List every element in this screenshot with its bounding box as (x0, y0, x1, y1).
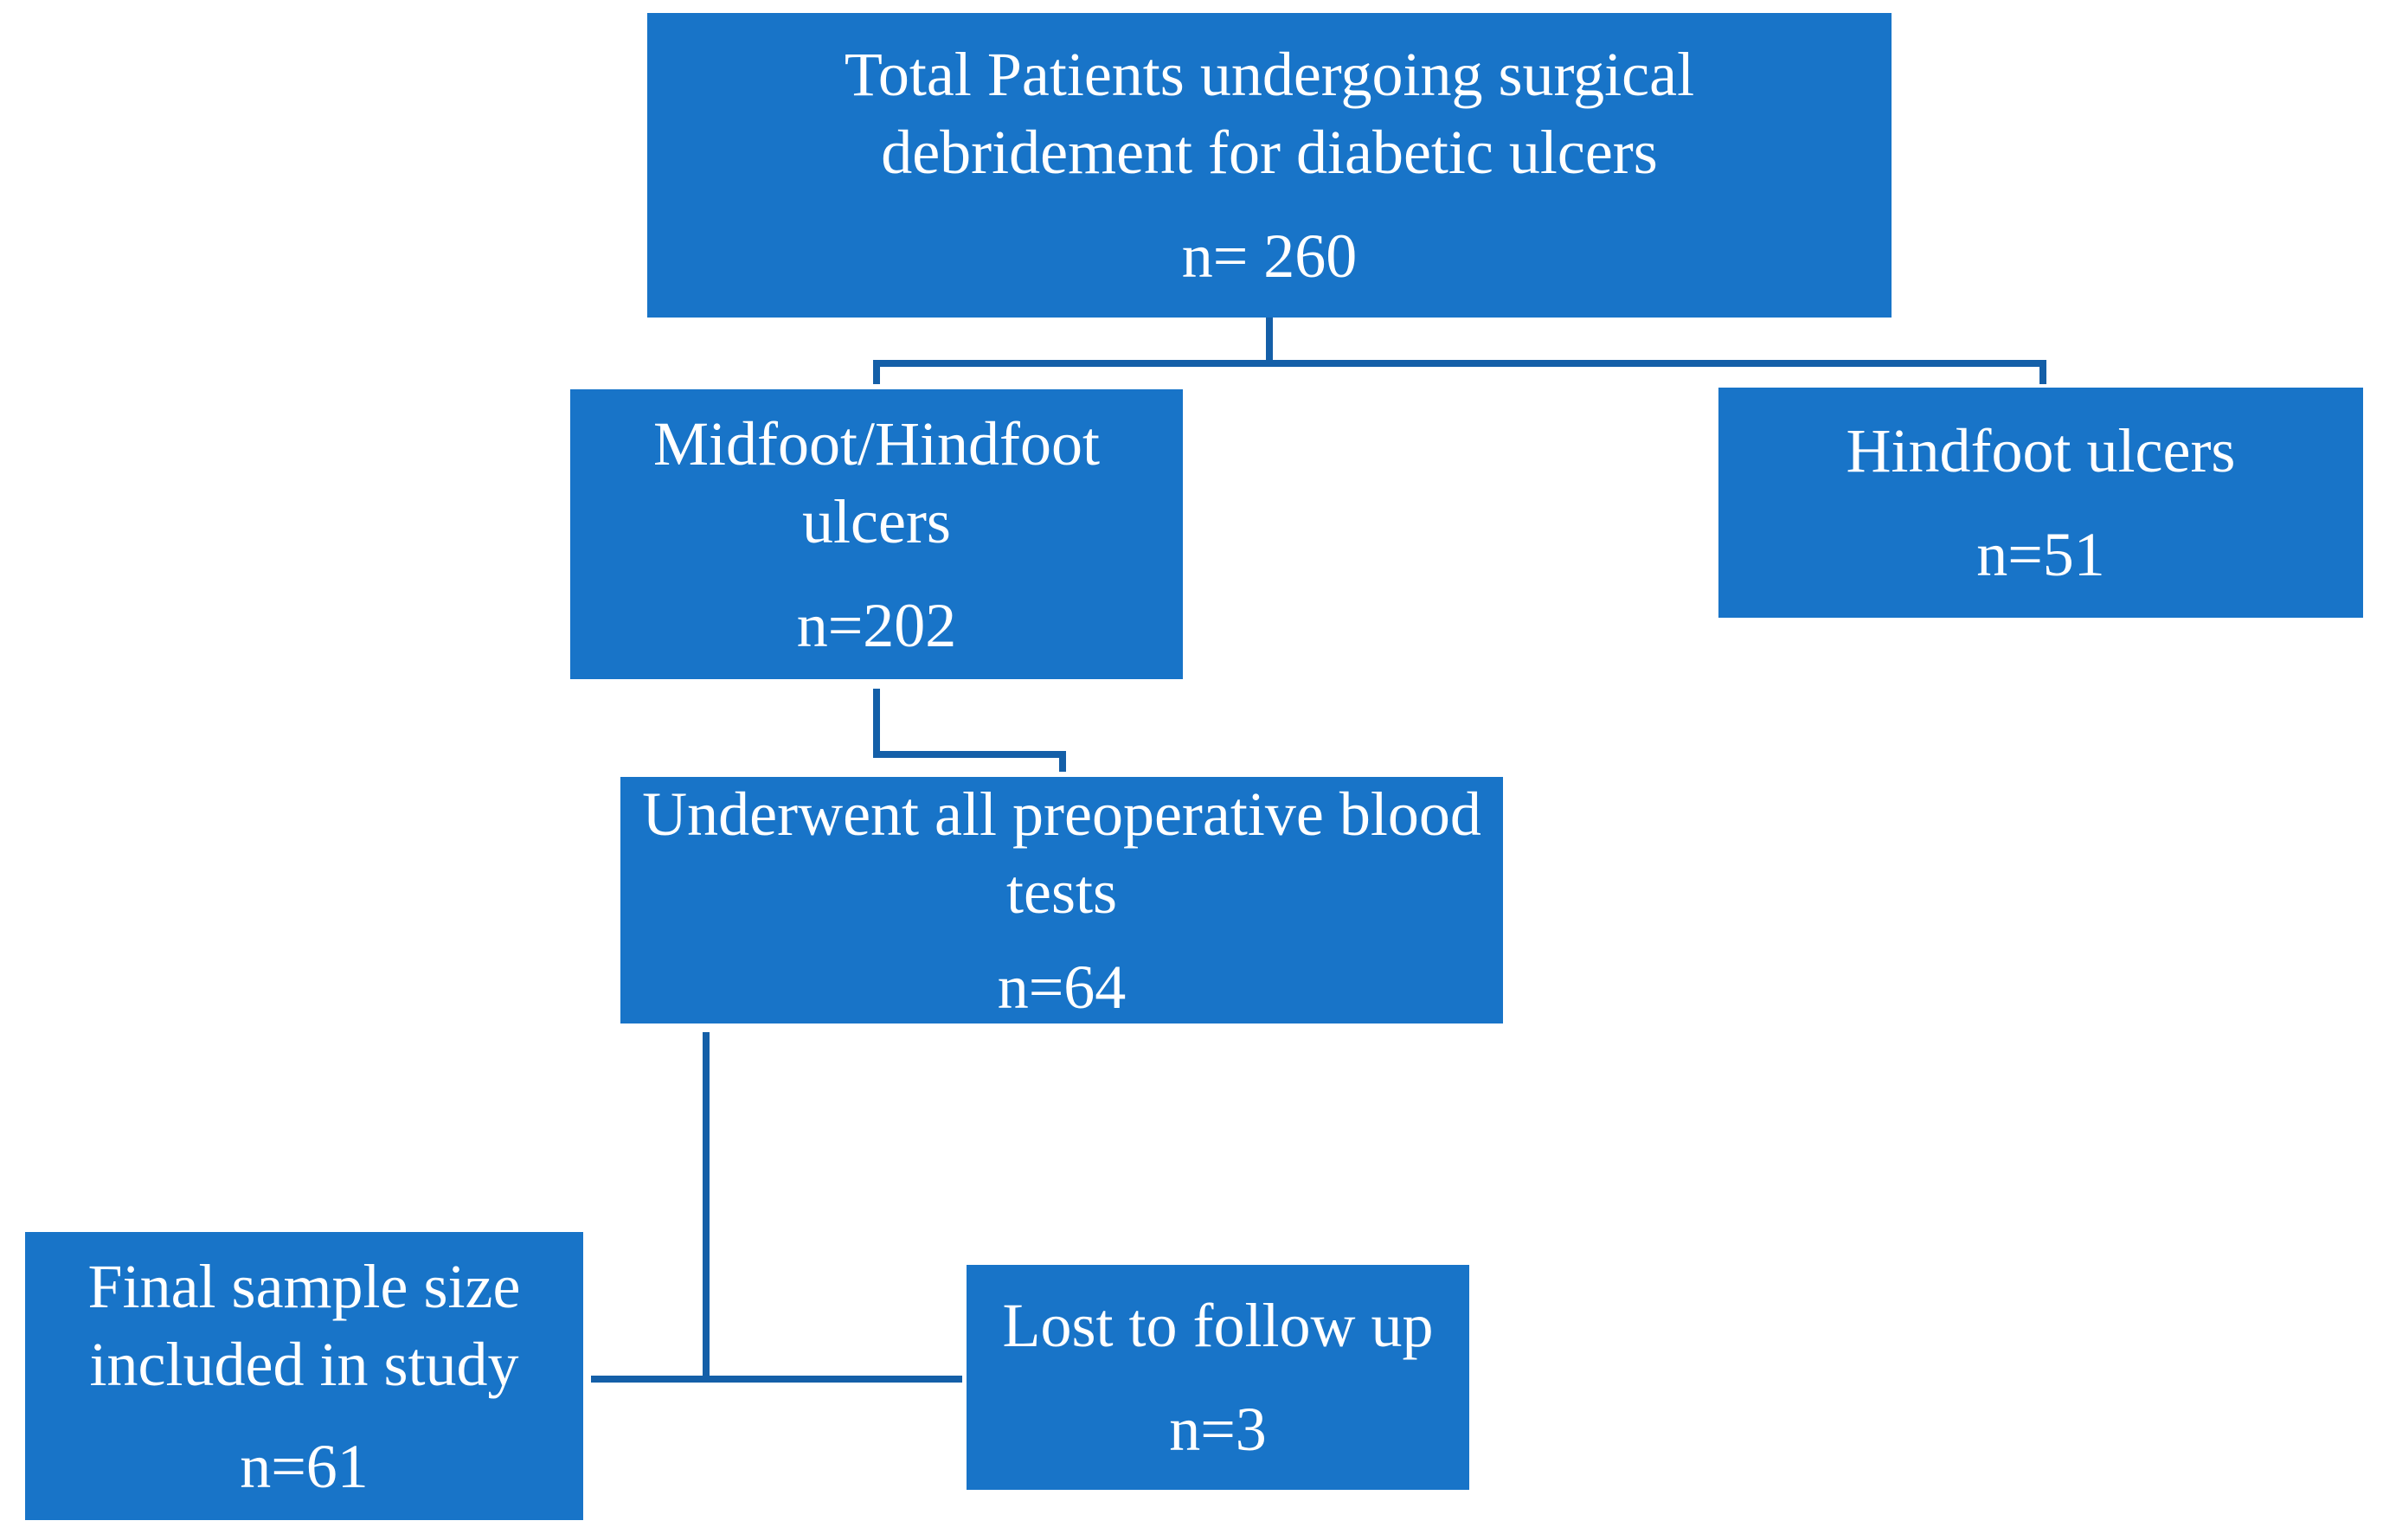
lost-to-follow-up-count: n=3 (1169, 1395, 1267, 1464)
connector-mid-to-blood (873, 689, 1066, 772)
midfoot-hindfoot-count: n=202 (796, 590, 957, 660)
hindfoot-title: Hindfoot ulcers (1846, 416, 2236, 485)
final-sample-box: Final sample size included in study n=61 (25, 1232, 583, 1520)
total-patients-title: Total Patients undergoing surgical debri… (844, 40, 1695, 187)
final-sample-title: Final sample size included in study (87, 1251, 521, 1399)
hindfoot-box: Hindfoot ulcers n=51 (1718, 388, 2363, 618)
total-patients-box: Total Patients undergoing surgical debri… (647, 13, 1892, 318)
blood-tests-title: Underwent all preoperative blood tests (642, 779, 1481, 927)
lost-to-follow-up-title: Lost to follow up (1002, 1291, 1434, 1360)
midfoot-hindfoot-title: Midfoot/Hindfoot ulcers (653, 408, 1100, 556)
lost-to-follow-up-box: Lost to follow up n=3 (967, 1265, 1469, 1490)
midfoot-hindfoot-box: Midfoot/Hindfoot ulcers n=202 (570, 389, 1183, 679)
final-sample-count: n=61 (240, 1431, 369, 1501)
total-patients-count: n= 260 (1181, 221, 1358, 291)
blood-tests-box: Underwent all preoperative blood tests n… (620, 777, 1503, 1023)
hindfoot-count: n=51 (1976, 520, 2105, 589)
blood-tests-count: n=64 (997, 952, 1127, 1022)
